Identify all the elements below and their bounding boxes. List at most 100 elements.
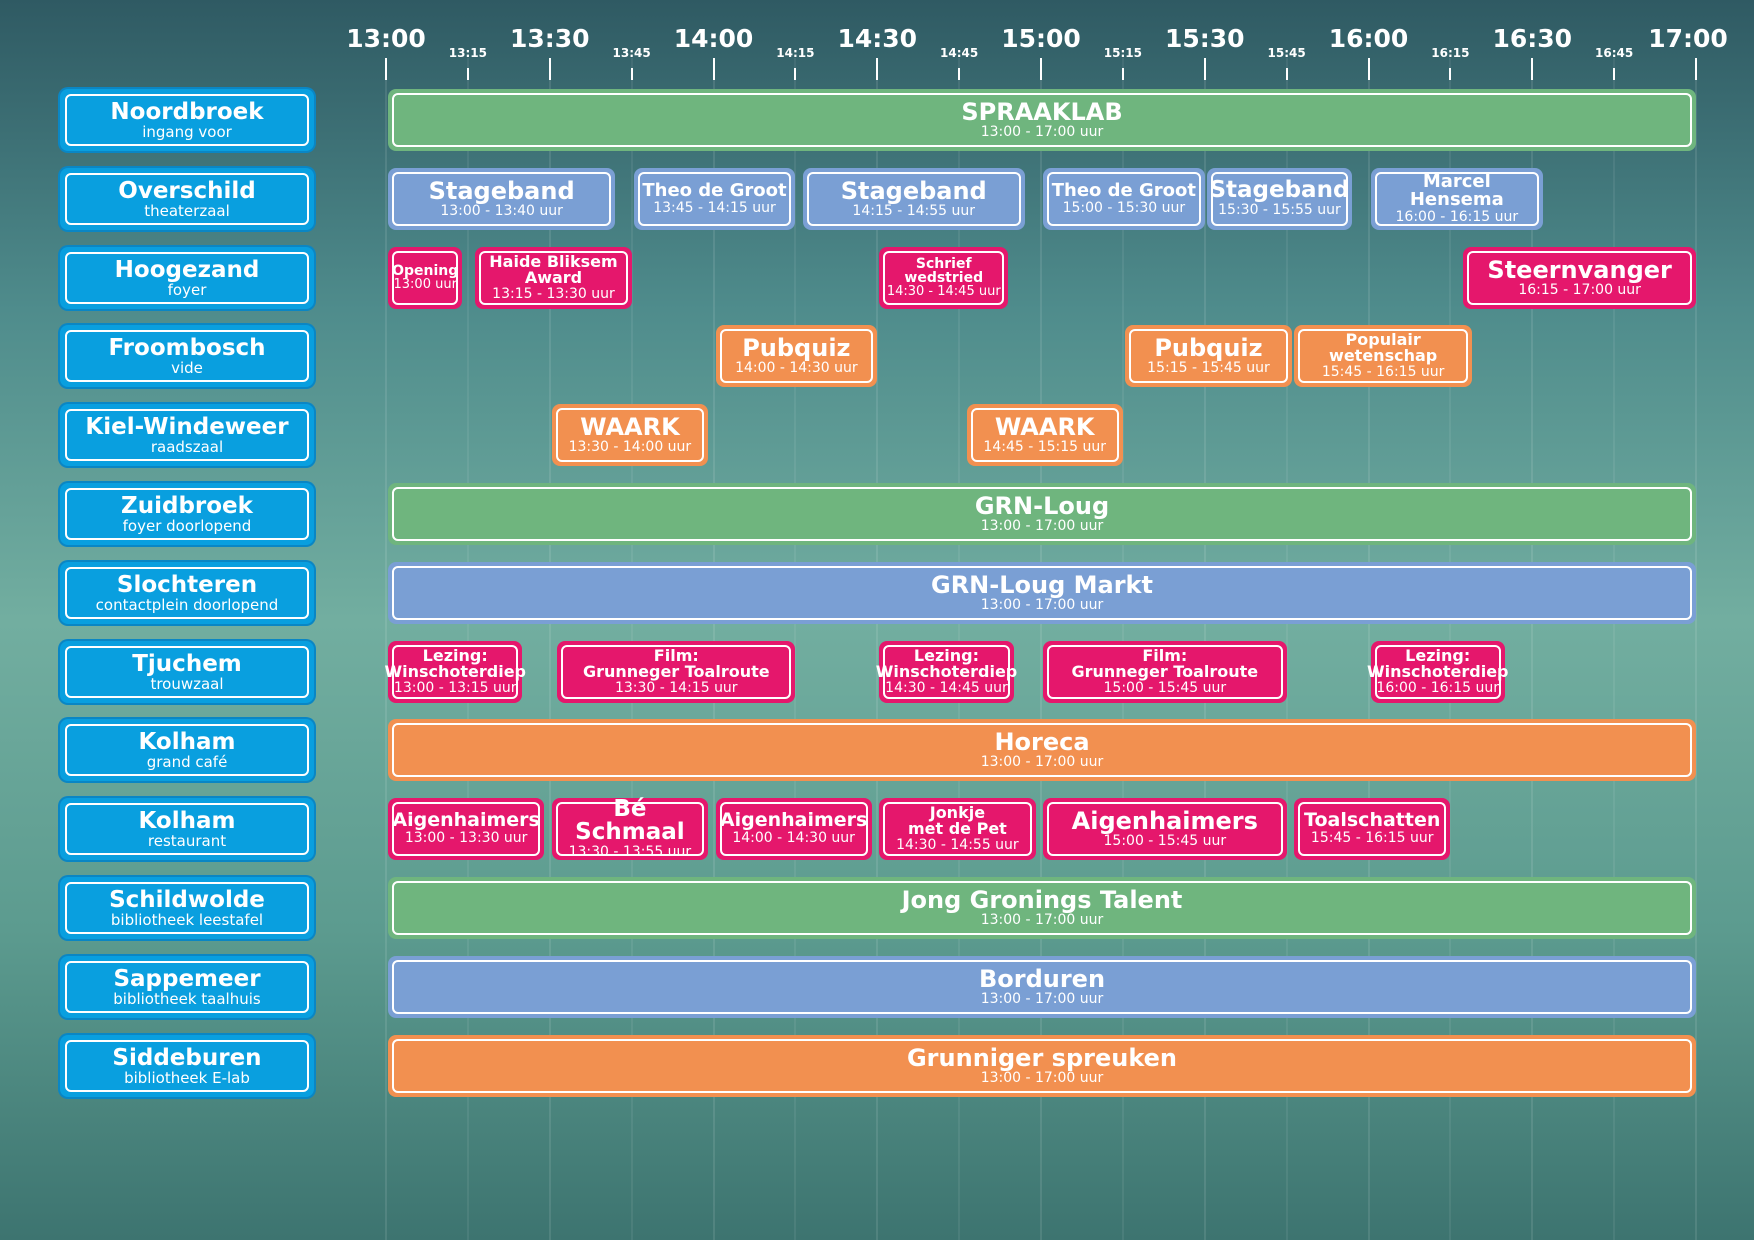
time-label-minor: 16:45 [1595, 46, 1634, 60]
room-subtitle: foyer doorlopend [122, 516, 252, 535]
room-name: Sappemeer [113, 965, 261, 992]
time-tick-major [712, 58, 715, 80]
time-label-minor: 15:15 [1103, 46, 1142, 60]
time-tick-minor [1121, 68, 1124, 80]
event-title: Populair wetenschap [1329, 329, 1438, 365]
time-tick-minor [630, 68, 633, 80]
room-subtitle: contactplein doorlopend [95, 595, 279, 614]
gridline [1285, 58, 1288, 1240]
event-time: 14:00 - 14:30 uur [732, 830, 855, 847]
time-tick-minor [1285, 68, 1288, 80]
gridline [876, 58, 879, 1240]
event-time: 13:30 - 14:15 uur [614, 679, 738, 696]
event-title: WAARK [994, 412, 1095, 441]
event-title: Jong Gronings Talent [901, 885, 1183, 914]
event-title: Bé Schmaal [575, 795, 685, 845]
event-time: 13:00 uur [393, 276, 457, 292]
event-title: Aigenhaimers [719, 809, 868, 832]
event-time: 16:15 - 17:00 uur [1518, 281, 1641, 298]
event-time: 14:30 - 14:55 uur [896, 836, 1019, 853]
event-title: Opening [392, 262, 459, 279]
gridline [1367, 58, 1370, 1240]
time-tick-major [1531, 58, 1534, 80]
time-tick-minor [466, 68, 469, 80]
time-tick-minor [958, 68, 961, 80]
event-title: Pubquiz [1154, 333, 1263, 362]
gridline [1040, 58, 1042, 1240]
time-label-major: 15:30 [1164, 24, 1245, 53]
time-tick-minor [794, 68, 797, 80]
event-time: 13:45 - 14:15 uur [653, 199, 776, 216]
event-title: Stageband [840, 176, 987, 205]
event-title: GRN-Loug Markt [931, 570, 1153, 599]
event-time: 14:00 - 14:30 uur [735, 359, 858, 376]
event-title: Aigenhaimers [392, 809, 540, 832]
room-name: Slochteren [116, 571, 258, 598]
room-subtitle: restaurant [147, 831, 227, 850]
event-time: 13:00 - 13:30 uur [404, 830, 528, 847]
event-time: 13:00 - 13:15 uur [393, 679, 517, 696]
time-tick-major [1695, 58, 1697, 80]
room-name: Hoogezand [114, 256, 260, 283]
event-title: Stageband [1209, 177, 1350, 204]
event-title: WAARK [580, 412, 680, 441]
room-subtitle: raadszaal [150, 437, 224, 456]
